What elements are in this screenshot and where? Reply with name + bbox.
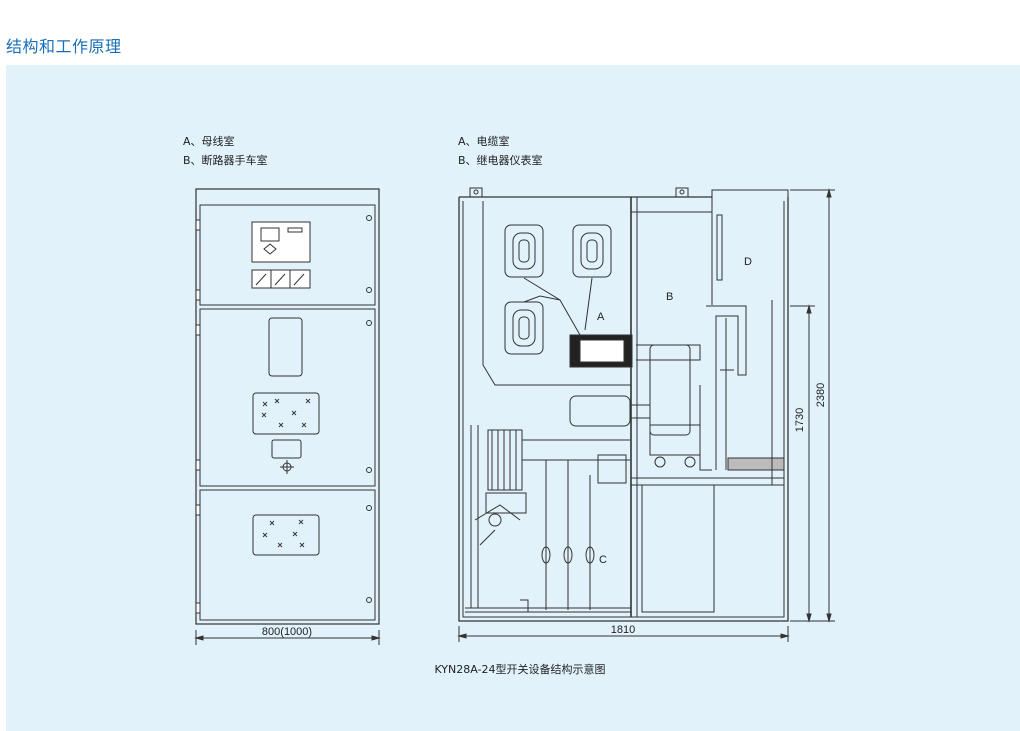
front-view-cabinet [194, 188, 381, 645]
diagram-caption: KYN28A-24型开关设备结构示意图 [434, 663, 606, 676]
dimension-side-depth: 1810 [611, 624, 635, 636]
label-compartment-b: B [666, 291, 673, 303]
legend-item: A、母线室 [183, 135, 235, 148]
legend-front-view: A、母线室 B、断路器手车室 [183, 132, 268, 170]
dimension-front-width: 800(1000) [262, 626, 312, 638]
dimension-height-inner: 1730 [794, 408, 806, 432]
side-view-cabinet [457, 187, 835, 642]
legend-item: B、继电器仪表室 [458, 154, 543, 167]
legend-side-view: A、电缆室 B、继电器仪表室 [458, 132, 543, 170]
diagram-panel [6, 65, 1020, 731]
legend-item: A、电缆室 [458, 135, 510, 148]
legend-item: B、断路器手车室 [183, 154, 268, 167]
label-compartment-c: C [599, 554, 607, 566]
label-compartment-d: D [744, 256, 752, 268]
dimension-height-total: 2380 [815, 383, 827, 407]
front-view-crosses [261, 398, 311, 548]
label-compartment-a: A [597, 311, 605, 323]
page-title: 结构和工作原理 [6, 37, 122, 56]
